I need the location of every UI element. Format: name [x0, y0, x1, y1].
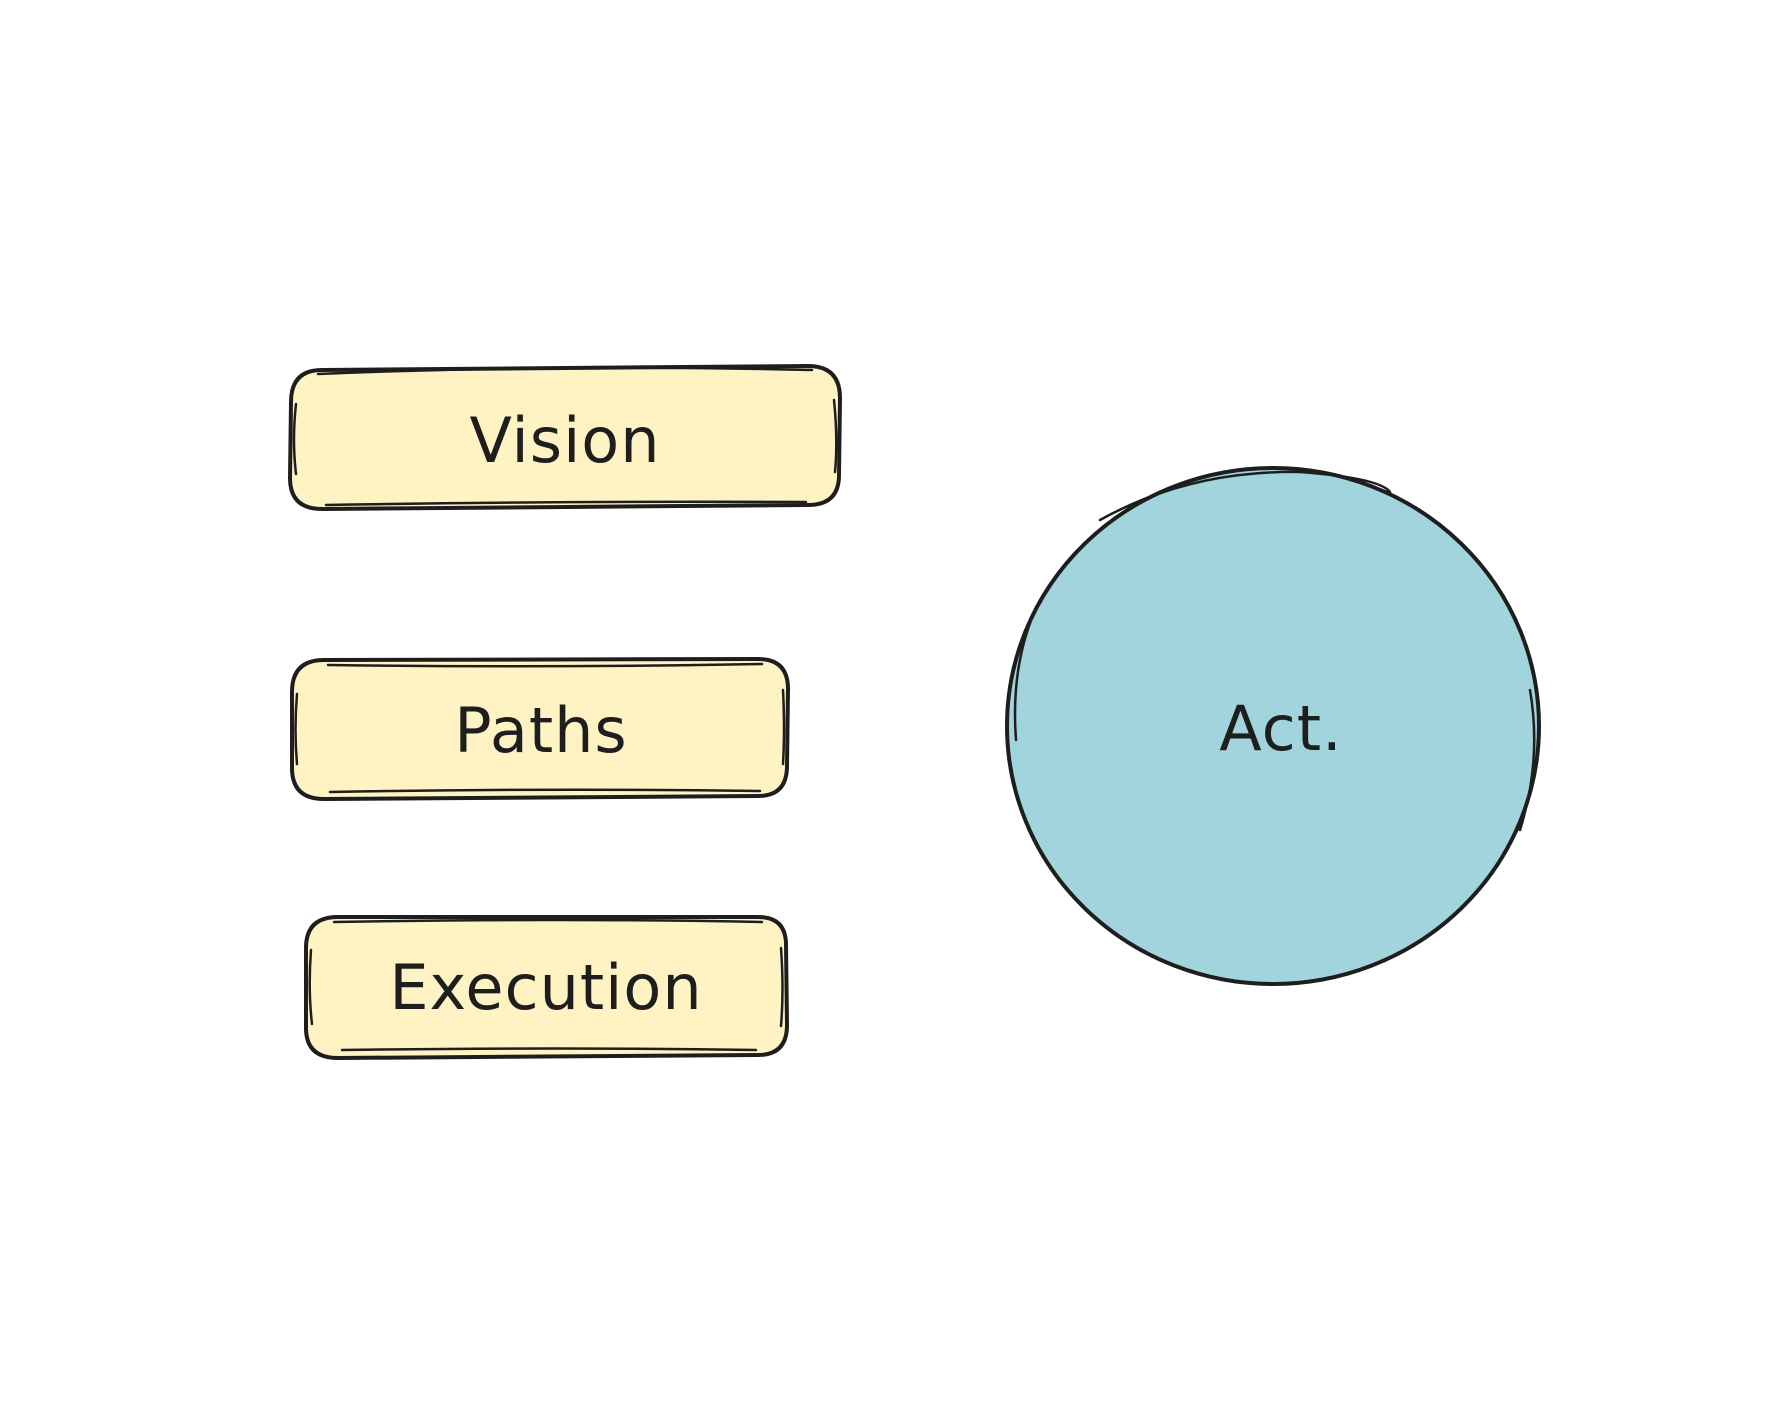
- execution-box-sketch-line: [308, 918, 784, 1052]
- vision-box[interactable]: Vision: [288, 364, 842, 511]
- act-circle-sketch-line: [1013, 470, 1536, 832]
- act-circle-outline: [1005, 466, 1541, 986]
- paths-box-fill: [292, 659, 788, 799]
- execution-box[interactable]: Execution: [304, 915, 789, 1060]
- vision-box-outline: [288, 364, 842, 511]
- execution-box-label: Execution: [389, 951, 702, 1024]
- paths-box-sketch-line: [294, 662, 786, 794]
- act-circle-fill: [1007, 468, 1539, 984]
- execution-box-outline: [304, 915, 789, 1060]
- paths-box-label: Paths: [454, 694, 628, 767]
- paths-box[interactable]: Paths: [290, 657, 790, 801]
- vision-box-label: Vision: [469, 404, 660, 477]
- vision-box-sketch-line: [292, 366, 838, 507]
- act-circle-label: Act.: [1219, 692, 1342, 765]
- paths-box-outline: [290, 657, 790, 801]
- act-circle[interactable]: Act.: [1005, 466, 1541, 986]
- execution-box-fill: [306, 917, 787, 1058]
- vision-box-fill: [290, 366, 840, 509]
